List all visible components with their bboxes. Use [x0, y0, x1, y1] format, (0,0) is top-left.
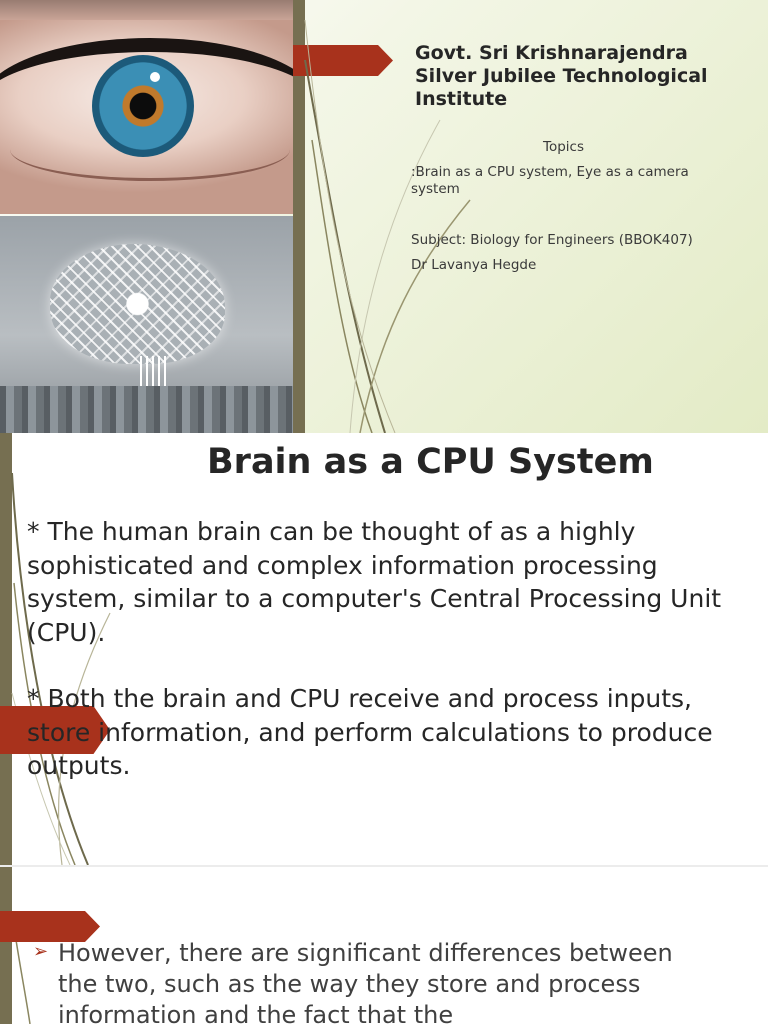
author-line: Dr Lavanya Hegde — [411, 257, 537, 273]
eye-photo — [0, 0, 293, 214]
decorative-curves — [11, 472, 111, 865]
brain-cpu-slide: Brain as a CPU System * The human brain … — [0, 433, 768, 865]
accent-arrow-tag — [293, 45, 393, 76]
photo-column — [0, 0, 293, 433]
topics-line: :Brain as a CPU system, Eye as a camera … — [411, 164, 689, 197]
differences-slide: ➢ However, there are significant differe… — [0, 867, 768, 1024]
subject-line: Subject: Biology for Engineers (BBOK407) — [411, 232, 693, 248]
title-slide: Govt. Sri Krishnarajendra Silver Jubilee… — [0, 0, 768, 433]
bullet-text: However, there are significant differenc… — [58, 939, 673, 1024]
slide-separator — [0, 865, 768, 867]
left-accent-strip — [0, 867, 12, 1024]
vertical-divider — [293, 0, 305, 433]
bullet-arrow-icon: ➢ — [33, 941, 49, 962]
left-accent-strip — [0, 433, 12, 865]
slide-title: Brain as a CPU System — [207, 442, 654, 482]
paragraph-1: * The human brain can be thought of as a… — [27, 517, 722, 647]
topics-heading: Topics — [543, 139, 584, 155]
paragraph-2: * Both the brain and CPU receive and pro… — [27, 684, 713, 780]
accent-arrow-tag — [0, 911, 100, 942]
circuit-brain-photo — [0, 216, 293, 433]
accent-arrow-tag — [0, 706, 110, 754]
institute-name: Govt. Sri Krishnarajendra Silver Jubilee… — [415, 42, 708, 110]
